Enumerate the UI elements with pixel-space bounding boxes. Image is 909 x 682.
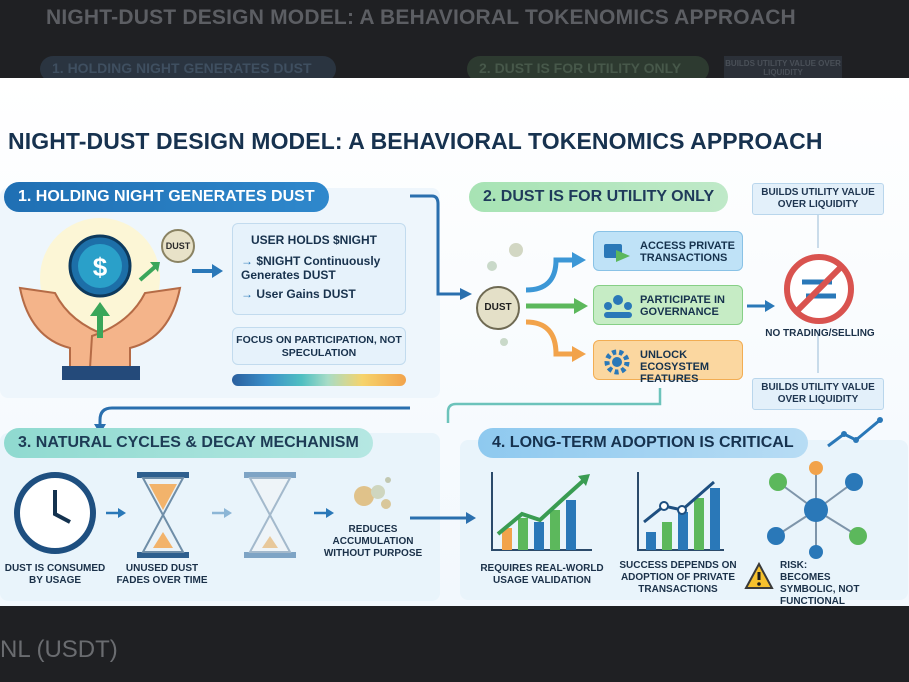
trend-line-icon bbox=[827, 417, 883, 448]
user-holds-info-box: USER HOLDS $NIGHT → $NIGHT Continuously … bbox=[232, 223, 406, 315]
info-header: USER HOLDS $NIGHT bbox=[251, 233, 378, 247]
private-transaction-icon bbox=[604, 244, 630, 262]
real-world-caption: REQUIRES REAL-WORLD USAGE VALIDATION bbox=[480, 563, 604, 586]
reduces-caption: REDUCES ACCUMULATION WITHOUT PURPOSE bbox=[323, 524, 423, 559]
dust-node: DUST bbox=[476, 286, 520, 330]
consumed-caption: DUST IS CONSUMED BY USAGE bbox=[4, 563, 106, 586]
growth-chart-icon bbox=[491, 472, 592, 551]
background-title: NIGHT-DUST DESIGN MODEL: A BEHAVIORAL TO… bbox=[46, 6, 796, 29]
info-line-2: → User Gains DUST bbox=[241, 287, 356, 301]
background-pill-1: 1. HOLDING NIGHT GENERATES DUST bbox=[40, 56, 336, 82]
no-trading-label: NO TRADING/SELLING bbox=[765, 328, 875, 339]
arrow-right-icon bbox=[747, 300, 775, 312]
top-utility-label: BUILDS UTILITY VALUE OVER LIQUIDITY bbox=[752, 183, 884, 215]
infographic-title: NIGHT-DUST DESIGN MODEL: A BEHAVIORAL TO… bbox=[8, 128, 823, 154]
gear-icon bbox=[604, 349, 630, 375]
arrow-right-icon bbox=[212, 508, 232, 518]
dust-badge: DUST bbox=[161, 229, 195, 263]
utility-ecosystem: UNLOCK ECOSYSTEM FEATURES bbox=[593, 340, 743, 385]
arrow-right-icon bbox=[192, 264, 223, 278]
risk-caption: RISK:BECOMES SYMBOLIC, NOT FUNCTIONAL bbox=[780, 560, 860, 606]
no-trading-icon bbox=[784, 254, 854, 324]
info-line-1: → $NIGHT Continuously Generates DUST bbox=[241, 254, 381, 282]
bottom-utility-label: BUILDS UTILITY VALUE OVER LIQUIDITY bbox=[752, 378, 884, 410]
section-2-heading: 2. DUST IS FOR UTILITY ONLY bbox=[469, 182, 729, 212]
background-pill-2: 2. DUST IS FOR UTILITY ONLY bbox=[467, 56, 709, 82]
gradient-bar bbox=[232, 374, 406, 386]
focus-participation-label: FOCUS ON PARTICIPATION, NOT SPECULATION bbox=[232, 327, 406, 365]
hourglass-icon bbox=[137, 472, 189, 558]
adoption-chart-icon bbox=[637, 472, 724, 551]
background-pnl-label: NL (USDT) bbox=[0, 636, 118, 663]
utility-governance: PARTICIPATE IN GOVERNANCE bbox=[593, 285, 743, 325]
governance-people-icon bbox=[604, 295, 632, 318]
dust-particles-icon bbox=[354, 477, 391, 509]
warning-icon bbox=[744, 562, 774, 589]
section-1-heading: 1. HOLDING NIGHT GENERATES DUST bbox=[4, 182, 329, 212]
flow-lines bbox=[94, 194, 819, 524]
fades-caption: UNUSED DUST FADES OVER TIME bbox=[116, 563, 208, 586]
utility-access-private: ACCESS PRIVATE TRANSACTIONS bbox=[593, 231, 743, 271]
background-small-label: BUILDS UTILITY VALUE OVER LIQUIDITY bbox=[724, 56, 842, 78]
clock-icon bbox=[14, 472, 96, 554]
section-3-heading: 3. NATURAL CYCLES & DECAY MECHANISM bbox=[4, 428, 373, 458]
dust-branch-arrows bbox=[487, 243, 588, 362]
arrow-right-icon bbox=[106, 508, 126, 518]
network-people-icon bbox=[767, 461, 867, 559]
infographic-image[interactable]: NIGHT-DUST DESIGN MODEL: A BEHAVIORAL TO… bbox=[0, 78, 909, 606]
success-caption: SUCCESS DEPENDS ON ADOPTION OF PRIVATE T… bbox=[619, 560, 737, 595]
arrow-right-icon bbox=[314, 508, 334, 518]
hands-coin-icon: $ bbox=[18, 218, 182, 380]
section-4-heading: 4. LONG-TERM ADOPTION IS CRITICAL bbox=[478, 428, 808, 458]
svg-text:$: $ bbox=[93, 252, 108, 282]
hourglass-faded-icon bbox=[244, 472, 296, 558]
